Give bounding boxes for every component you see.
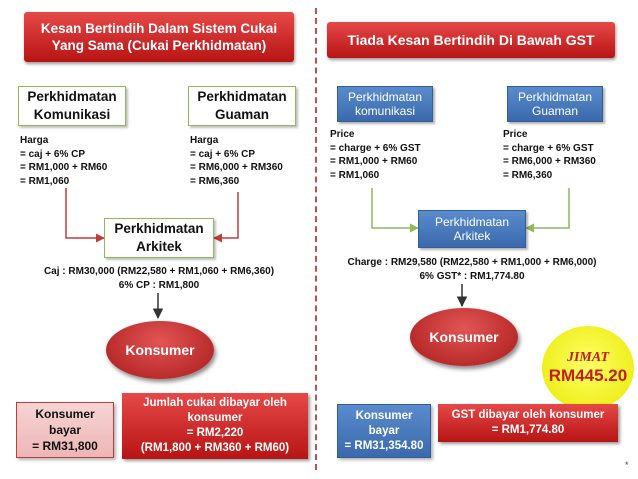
right-service-komunikasi: Perkhidmatan komunikasi	[337, 86, 433, 122]
arrow-komunikasi-to-arkitek-gst	[371, 188, 419, 233]
right-price-guaman: Price = charge + 6% GST = RM6,000 + RM36…	[503, 129, 596, 181]
right-consumer-pays-line1: Konsumer	[355, 409, 413, 422]
right-gst-paid-line2: = RM1,774.80	[491, 424, 565, 436]
right-architect-calc-line2: 6% GST* : RM1,774.80	[419, 271, 525, 282]
left-tax-paid: Jumlah cukai dibayar oleh konsumer = RM2…	[122, 393, 308, 459]
left-consumer-pays-line2: bayar	[48, 423, 82, 437]
right-consumer-pays-line3: = RM31,354.80	[344, 439, 424, 452]
right-consumer-pays: Konsumer bayar = RM31,354.80	[337, 404, 431, 458]
right-price-komunikasi: Price = charge + 6% GST = RM1,000 + RM60…	[330, 129, 421, 181]
right-architect-calc: Charge : RM29,580 (RM22,580 + RM1,000 + …	[324, 256, 620, 284]
left-tax-paid-line3: = RM2,220	[186, 427, 244, 439]
right-service-arkitek: Perkhidmatan Arkitek	[418, 210, 526, 248]
left-tax-paid-line2: konsumer	[187, 412, 243, 424]
left-service-guaman: Perkhidmatan Guaman	[188, 86, 296, 126]
right-service-guaman-label: Perkhidmatan Guaman	[517, 90, 593, 118]
left-service-komunikasi-label: Perkhidmatan Komunikasi	[27, 89, 117, 122]
left-title: Kesan Bertindih Dalam Sistem Cukai Yang …	[24, 12, 294, 62]
left-service-arkitek-label: Perkhidmatan Arkitek	[114, 221, 204, 254]
left-price-guaman: Harga = caj + 6% CP = RM6,000 + RM360 = …	[190, 135, 283, 187]
right-consumer-ellipse: Konsumer	[410, 308, 518, 366]
left-consumer-label: Konsumer	[125, 342, 195, 358]
right-service-arkitek-label: Perkhidmatan Arkitek	[434, 215, 510, 243]
right-gst-paid-line1: GST dibayar oleh konsumer	[451, 409, 605, 421]
left-consumer-pays: Konsumer bayar = RM31,800	[16, 402, 114, 458]
savings-badge: JIMAT RM445.20	[542, 326, 634, 410]
left-consumer-pays-line3: = RM31,800	[32, 439, 98, 453]
right-title: Tiada Kesan Bertindih Di Bawah GST	[327, 22, 615, 58]
left-tax-paid-line4: (RM1,800 + RM360 + RM60)	[140, 442, 290, 454]
left-architect-calc-line2: 6% CP : RM1,800	[118, 280, 200, 291]
right-service-guaman: Perkhidmatan Guaman	[507, 86, 603, 122]
left-consumer-ellipse: Konsumer	[106, 321, 214, 379]
right-consumer-pays-line2: bayar	[368, 424, 400, 437]
left-architect-calc: Caj : RM30,000 (RM22,580 + RM1,060 + RM6…	[18, 265, 300, 293]
right-architect-calc-line1: Charge : RM29,580 (RM22,580 + RM1,000 + …	[347, 257, 597, 268]
arrow-guaman-to-arkitek-gst	[525, 188, 570, 233]
footer-mark: *	[625, 460, 629, 470]
left-tax-paid-line1: Jumlah cukai dibayar oleh	[143, 397, 287, 409]
right-consumer-label: Konsumer	[429, 329, 499, 345]
left-consumer-pays-line1: Konsumer	[35, 407, 95, 421]
left-architect-calc-line1: Caj : RM30,000 (RM22,580 + RM1,060 + RM6…	[43, 266, 275, 277]
savings-amount: RM445.20	[548, 366, 628, 385]
left-service-arkitek: Perkhidmatan Arkitek	[104, 218, 214, 258]
arrow-komunikasi-to-arkitek	[65, 188, 105, 243]
arrow-guaman-to-arkitek	[213, 192, 239, 243]
left-service-komunikasi: Perkhidmatan Komunikasi	[18, 86, 126, 126]
savings-label: JIMAT	[566, 350, 609, 365]
left-service-guaman-label: Perkhidmatan Guaman	[197, 89, 287, 122]
left-price-komunikasi: Harga = caj + 6% CP = RM1,000 + RM60 = R…	[20, 135, 108, 187]
right-service-komunikasi-label: Perkhidmatan komunikasi	[347, 90, 423, 118]
right-gst-paid: GST dibayar oleh konsumer = RM1,774.80	[438, 404, 618, 442]
section-divider	[315, 8, 317, 470]
